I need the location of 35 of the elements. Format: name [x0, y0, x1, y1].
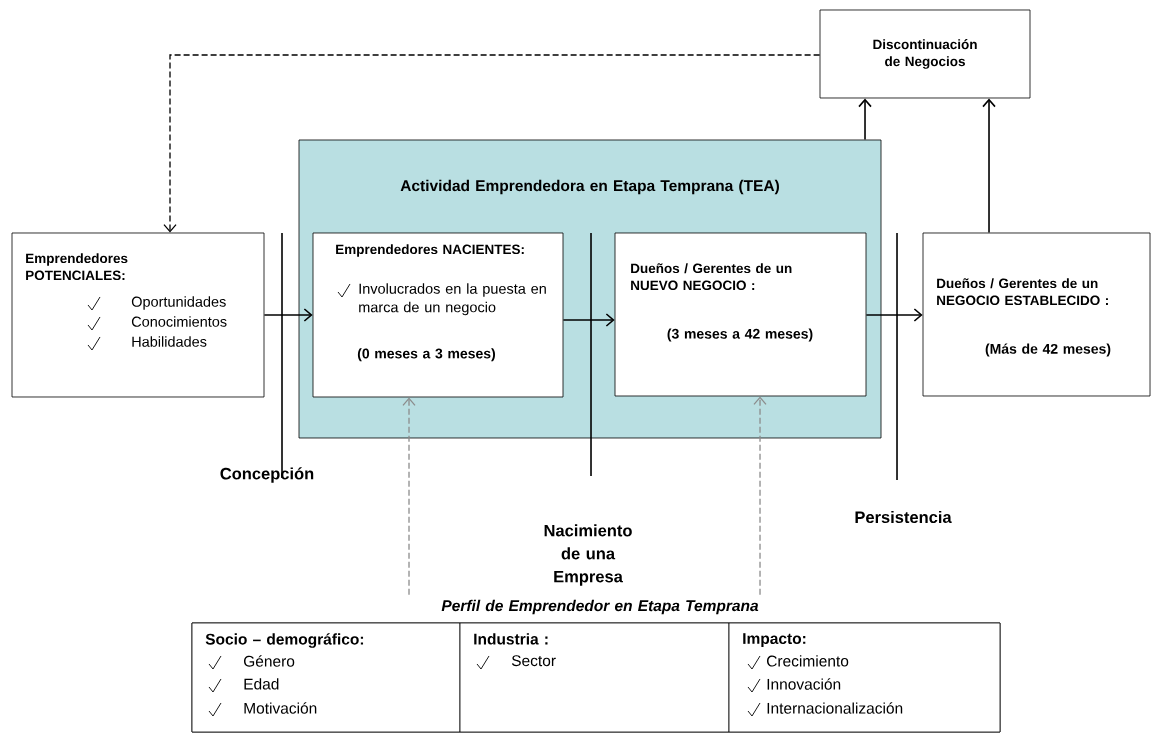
duration-text: (Más de 42 meses) — [985, 343, 1111, 357]
list-item: Crecimiento — [767, 655, 849, 667]
column-heading: Socio – demográfico: — [205, 633, 364, 648]
list-item: Edad — [244, 678, 279, 690]
duration-text: (3 meses a 42 meses) — [667, 328, 813, 342]
list-item: Motivación — [244, 702, 317, 714]
arrow — [982, 98, 996, 234]
stage-label: Nacimiento de una Empresa — [544, 524, 632, 586]
list-item: Oportunidades — [131, 296, 226, 310]
box-heading: Emprendedores NACIENTES: — [336, 244, 524, 257]
list-item: Habilidades — [132, 336, 207, 347]
box-heading: Actividad Emprendedora en Etapa Temprana (TEA) — [400, 179, 779, 195]
arrow — [865, 308, 923, 322]
stage-label: Concepción — [220, 467, 314, 483]
table-title: Perfil de Emprendedor en Etapa Temprana — [441, 599, 759, 615]
column-heading: Industria : — [474, 633, 548, 645]
arrow — [402, 397, 416, 596]
list-item: Conocimientos — [131, 316, 227, 327]
arrow — [163, 54, 821, 233]
arrow — [263, 308, 313, 322]
stage-label: Persistencia — [855, 510, 952, 524]
box-heading: Discontinuación de Negocios — [873, 39, 977, 69]
arrow — [562, 313, 615, 327]
list-item: Innovación — [767, 678, 841, 690]
box-heading: Dueños / Gerentes de un NEGOCIO ESTABLECIDO : — [937, 278, 1108, 306]
box-heading: Emprendedores POTENCIALES: — [26, 253, 128, 281]
column-heading: Impacto: — [743, 633, 806, 648]
list-item: Internacionalización — [767, 702, 903, 714]
arrow — [753, 396, 767, 596]
list-item: Sector — [511, 655, 556, 667]
list-item: Género — [244, 655, 295, 667]
box-heading: Dueños / Gerentes de un NUEVO NEGOCIO : — [631, 263, 792, 291]
list-item: Involucrados en la puesta en marca de un negocio — [359, 283, 546, 316]
arrow — [858, 98, 872, 141]
duration-text: (0 meses a 3 meses) — [357, 348, 495, 362]
